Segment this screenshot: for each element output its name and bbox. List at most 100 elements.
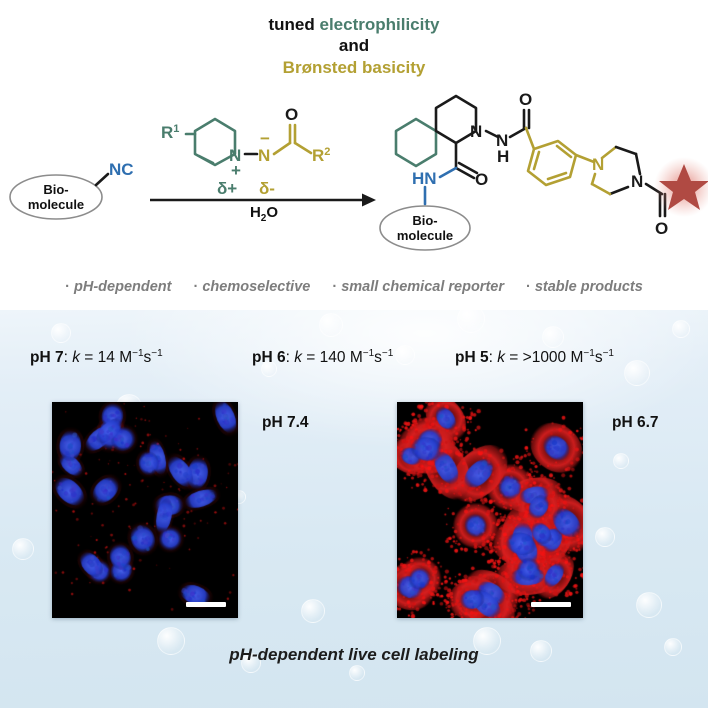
- reactant-biomolecule-group: Bio- molecule NC: [8, 160, 158, 227]
- product-benzene-ring: [526, 139, 578, 187]
- bubble-icon: [12, 538, 34, 560]
- product-piperazine-bond-3: [634, 152, 642, 176]
- reagent-r2-label: R2: [312, 146, 330, 165]
- kinetics-units-2: M−1s−1: [570, 348, 614, 367]
- headline-electrophilicity-text: electrophilicity: [319, 15, 440, 34]
- product-benzoyl-to-ring-bond: [524, 126, 536, 151]
- bubble-icon: [636, 592, 662, 618]
- product-spiro-cyclohexane: [394, 117, 438, 168]
- micrograph-image-ph74: [52, 402, 238, 618]
- product-piperazine-n2: N: [631, 172, 643, 191]
- product-bio-line-2: molecule: [397, 228, 453, 243]
- kinetics-ph-label-1: pH 6: [252, 349, 286, 367]
- kinetics-k-symbol-2: k: [497, 349, 505, 367]
- arrow-head: [362, 193, 376, 207]
- bottom-caption: pH-dependent live cell labeling: [229, 645, 479, 664]
- reagent-delta-minus: δ-: [259, 179, 275, 198]
- micrograph-label-ph74: pH 7.4: [262, 414, 309, 431]
- kinetics-units-0: M−1s−1: [119, 348, 163, 367]
- kinetics-item-1: pH 6: k = 140 M−1s−1: [252, 348, 394, 367]
- cell-imaging-section: pH 7: k = 14 M−1s−1 pH 6: k = 140 M−1s−1…: [0, 310, 708, 708]
- product-benzene-inner-1: [532, 150, 541, 171]
- feature-label-0: pH-dependent: [74, 279, 172, 295]
- product-n-n-bond: [484, 129, 500, 139]
- kinetics-value-1: 140: [319, 349, 346, 367]
- bubble-icon: [301, 599, 325, 623]
- product-ring-to-piperazine-bond: [574, 153, 596, 164]
- bubble-icon: [395, 345, 415, 365]
- feature-label-2: small chemical reporter: [341, 279, 504, 295]
- bullet-dot-icon: ·: [526, 279, 531, 295]
- kinetics-item-2: pH 5: k = >1000 M−1s−1: [455, 348, 614, 367]
- product-structure: N O HN Bio- molecule N H: [378, 84, 708, 259]
- feature-item-0: ·pH-dependent: [65, 279, 171, 295]
- headline-line-2: and: [338, 36, 370, 56]
- kinetics-ph-label-2: pH 5: [455, 349, 489, 367]
- product-carbonyl-o-bond-b: [457, 161, 479, 175]
- headline-block: tuned electrophilicity and Brønsted basi…: [0, 14, 708, 78]
- product-hydrazide-nitrogen: N: [496, 131, 508, 150]
- kinetics-k-symbol-1: k: [294, 349, 302, 367]
- bullet-dot-icon: ·: [65, 279, 71, 295]
- headline-line-1: tuned electrophilicity: [0, 14, 708, 35]
- bullet-dot-icon: ·: [193, 279, 199, 295]
- feature-item-1: ·chemoselective: [193, 279, 310, 295]
- product-hydrazide-hydrogen: H: [497, 147, 509, 166]
- reagent-structure: R1 N + N − O R2 δ+ δ-: [155, 98, 355, 203]
- micrograph-label-ph67: pH 6.7: [612, 414, 659, 431]
- feature-item-3: ·stable products: [526, 279, 643, 295]
- kinetics-item-0: pH 7: k = 14 M−1s−1: [30, 348, 163, 367]
- kinetics-k-symbol-0: k: [72, 349, 80, 367]
- reaction-scheme-section: tuned electrophilicity and Brønsted basi…: [0, 0, 708, 310]
- product-piperazine-bond-1: [600, 145, 618, 160]
- reaction-arrow: [148, 192, 380, 238]
- bubble-icon: [457, 310, 485, 333]
- reactant-biomolecule-ellipse: [9, 174, 103, 220]
- micrograph-panel-ph67: [397, 402, 583, 618]
- micrograph-image-ph67: [397, 402, 583, 618]
- product-amide-oxygen: O: [475, 170, 488, 189]
- feature-label-1: chemoselective: [202, 279, 311, 295]
- bubble-icon: [672, 320, 690, 338]
- reagent-ring-nitrogen: N: [229, 146, 241, 165]
- product-benzoyl-oxygen: O: [519, 90, 532, 109]
- reagent-r1-label: R1: [161, 123, 179, 142]
- bullet-dot-icon: ·: [332, 279, 338, 295]
- reagent-dihydropyridine-ring: [193, 117, 237, 167]
- headline-line-3: Brønsted basicity: [282, 57, 426, 77]
- reactant-bond-to-nc: [94, 172, 110, 187]
- reagent-carbonyl-oxygen: O: [285, 105, 298, 124]
- bubble-icon: [595, 527, 615, 547]
- kinetics-value-0: 14: [97, 349, 115, 367]
- reagent-ring-nitrogen-charge: +: [231, 161, 241, 180]
- bubble-icon: [319, 313, 343, 337]
- reactant-bio-line-2: molecule: [28, 197, 84, 212]
- product-biomolecule-ellipse: [379, 205, 471, 251]
- product-terminal-oxygen: O: [655, 219, 668, 238]
- reagent-n-c-bond: [272, 141, 292, 156]
- scale-bar-ph67: [531, 602, 571, 607]
- product-hn-label: HN: [412, 169, 437, 188]
- scale-bar-ph74: [186, 602, 226, 607]
- kinetics-ph-label-0: pH 7: [30, 349, 64, 367]
- reagent-ring-double-bond: [197, 154, 215, 165]
- bubble-icon: [542, 326, 564, 348]
- reactant-nc-label: NC: [109, 160, 134, 179]
- product-piperazine-bond-2: [614, 145, 638, 156]
- micrograph-panel-ph74: [52, 402, 238, 618]
- reagent-c-r2-bond: [293, 141, 313, 155]
- product-piperazine-n1: N: [592, 155, 604, 174]
- product-bio-line-1: Bio-: [412, 213, 437, 228]
- product-n-to-benzoyl-bond: [508, 126, 528, 139]
- product-piperazine-bond-4: [608, 185, 630, 196]
- reagent-amide-nitrogen-charge: −: [260, 129, 270, 148]
- arrow-condition-water: H2O: [249, 204, 279, 224]
- reagent-delta-plus: δ+: [217, 179, 237, 198]
- reagent-amide-nitrogen: N: [258, 146, 270, 165]
- star-fluorophore-icon: [659, 164, 708, 210]
- feature-item-2: ·small chemical reporter: [332, 279, 504, 295]
- product-piperazine-bond-5: [590, 182, 612, 196]
- bubble-icon: [349, 665, 365, 681]
- bubble-icon: [624, 360, 650, 386]
